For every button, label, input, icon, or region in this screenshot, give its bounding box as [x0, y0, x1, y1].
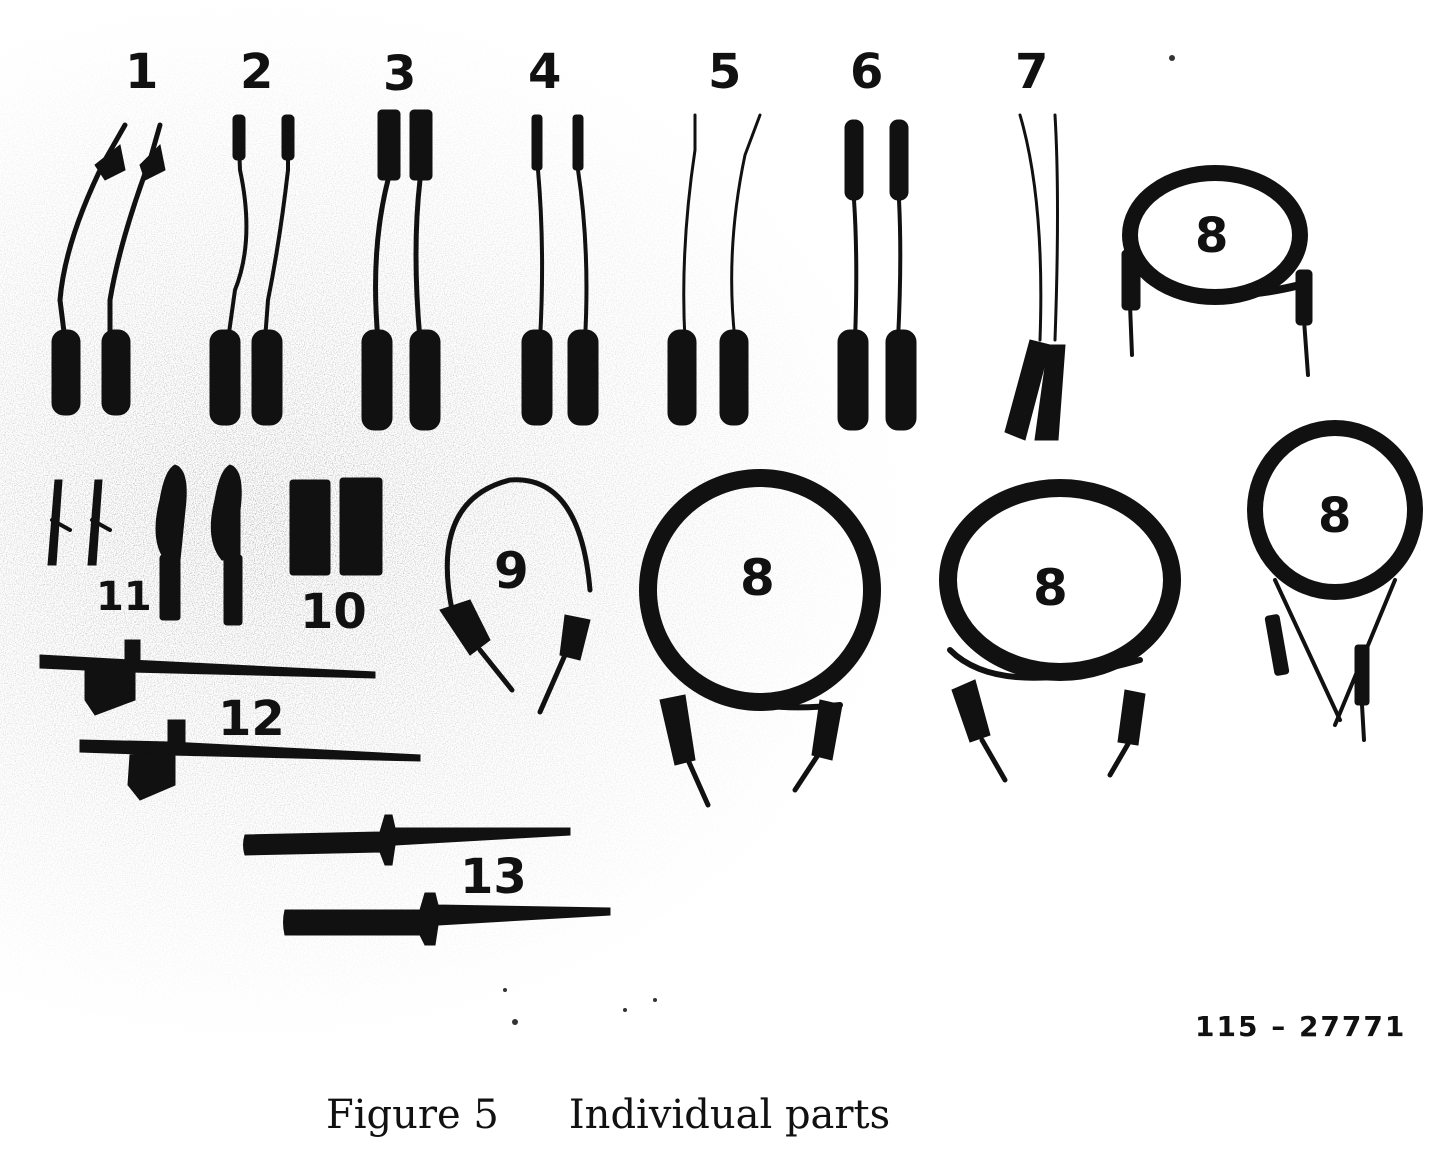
part-number-8-center: 8	[740, 549, 775, 607]
part-number-7: 7	[1015, 44, 1048, 100]
part-number-9: 9	[494, 542, 529, 600]
connector-blocks-10	[289, 477, 383, 576]
part-number-6: 6	[850, 44, 883, 100]
hook-clips	[155, 464, 243, 626]
lead-pair-1	[51, 122, 166, 416]
figure-caption-label: Figure 5	[326, 1092, 499, 1138]
part-number-8-right: 8	[1033, 559, 1068, 617]
part-number-1: 1	[125, 44, 158, 100]
test-probes-13	[243, 814, 611, 946]
lead-pair-3	[361, 109, 441, 431]
coiled-lead-9	[439, 477, 593, 715]
coiled-lead-top-right	[1121, 165, 1313, 377]
lead-pair-2	[209, 114, 295, 426]
lead-pair-4	[521, 114, 599, 426]
figure-caption: Figure 5 Individual parts	[326, 1092, 890, 1138]
coiled-lead-8-a	[639, 469, 881, 808]
part-number-3: 3	[383, 46, 416, 102]
part-number-13: 13	[460, 849, 527, 905]
lead-pair-7	[1004, 113, 1066, 441]
part-number-8-far-right: 8	[1318, 488, 1351, 544]
clips-11	[47, 479, 112, 566]
lead-pair-5	[667, 113, 762, 426]
coiled-lead-8-c	[1247, 420, 1423, 742]
drawing-code: 115 – 27771	[1195, 1010, 1407, 1043]
part-number-5: 5	[708, 44, 741, 100]
part-number-10: 10	[300, 584, 367, 640]
stray-specks	[503, 55, 1175, 1025]
part-number-12: 12	[218, 691, 285, 747]
part-number-11: 11	[96, 574, 152, 620]
part-number-4: 4	[528, 44, 561, 100]
coiled-lead-8-b	[939, 479, 1181, 783]
lead-pair-6	[837, 119, 917, 431]
figure-caption-text: Individual parts	[568, 1092, 891, 1138]
hook-probes-12	[39, 639, 421, 801]
part-number-8-top: 8	[1195, 208, 1228, 264]
part-number-2: 2	[240, 44, 273, 100]
